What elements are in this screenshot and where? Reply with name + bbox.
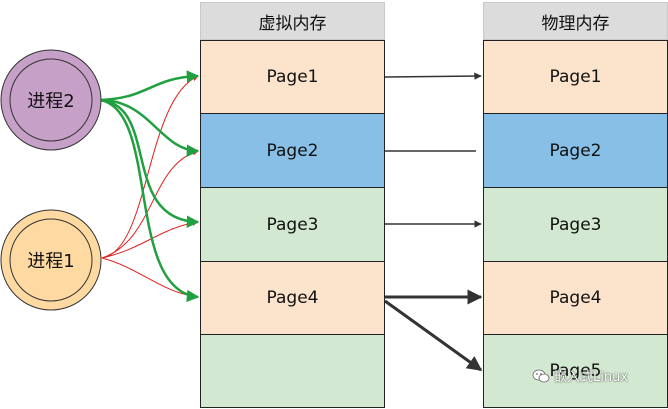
mapping-links	[384, 72, 483, 372]
process2-label: 进程2	[27, 91, 75, 112]
p2-to-page2-arrow	[99, 98, 200, 157]
p2-to-page3-arrow	[99, 98, 200, 228]
p2-to-page1-arrow	[99, 70, 200, 102]
process1-label: 进程1	[27, 251, 75, 272]
p2-to-page4-arrow	[99, 98, 200, 303]
physical-page4: Page4	[483, 261, 668, 335]
physical-page3: Page3	[483, 187, 668, 262]
map-page4-to-page5-arrow	[384, 299, 483, 372]
virtual-page3: Page3	[200, 187, 385, 262]
virtual-memory-header: 虚拟内存	[200, 2, 385, 40]
p1-to-page1-arrow	[101, 75, 199, 259]
wechat-icon	[532, 369, 550, 382]
process2-links	[99, 70, 200, 303]
map-page1-arrow	[384, 72, 482, 80]
virtual-page1: Page1	[200, 40, 385, 114]
virtual-page5-empty	[200, 334, 385, 408]
physical-page1: Page1	[483, 40, 668, 114]
watermark-text: 嵌入式Linux	[554, 370, 629, 385]
process2-node	[0, 49, 102, 151]
virtual-page4: Page4	[200, 261, 385, 335]
physical-page2: Page2	[483, 113, 668, 188]
process1-node	[0, 209, 102, 311]
virtual-page2: Page2	[200, 113, 385, 188]
watermark: 嵌入式Linux	[532, 366, 628, 385]
physical-page5: Page5	[483, 334, 668, 408]
p1-to-page2-arrow	[101, 149, 199, 259]
physical-memory-header: 物理内存	[483, 2, 668, 40]
